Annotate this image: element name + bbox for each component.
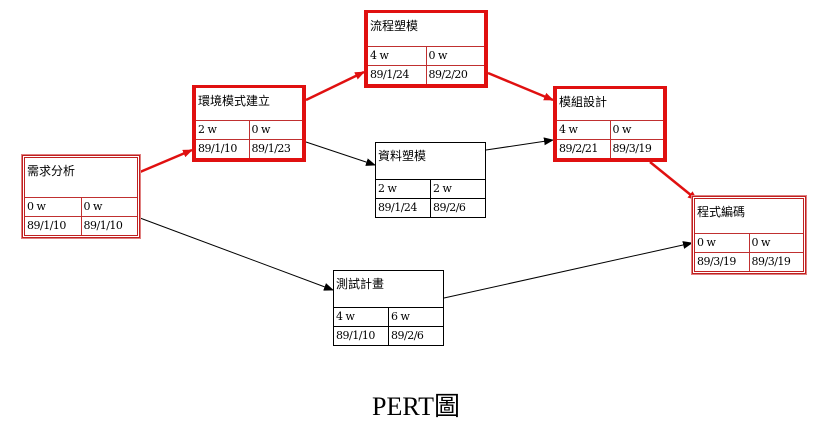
dependency-arrow [443, 241, 693, 299]
task-slack: 2 w [430, 180, 485, 198]
task-start-date: 89/1/10 [336, 329, 375, 342]
diagram-caption: PERT圖 [371, 392, 460, 421]
task-slack: 0 w [748, 234, 804, 252]
task-slack: 0 w [609, 121, 664, 139]
task-duration: 4 w [370, 49, 389, 62]
date-row: 89/1/24 89/2/6 [376, 198, 485, 217]
task-name: 測試計畫 [336, 277, 385, 291]
task-name: 流程塑模 [370, 19, 419, 33]
task-duration: 0 w [697, 236, 716, 249]
task-start-date: 89/2/21 [559, 142, 598, 155]
critical-path-arrow [305, 70, 365, 102]
task-name: 環境模式建立 [198, 94, 271, 108]
task-duration: 0 w [27, 200, 46, 213]
dependency-arrow [485, 137, 554, 151]
task-node[interactable]: 模組設計 4 w 0 w 89/2/21 89/3/19 [553, 86, 667, 162]
task-start-date: 89/1/24 [378, 201, 417, 214]
duration-row: 2 w 2 w [376, 179, 485, 198]
duration-row: 4 w 0 w [557, 120, 663, 139]
date-row: 89/3/19 89/3/19 [695, 252, 803, 271]
date-row: 89/1/10 89/1/23 [196, 139, 302, 158]
critical-path-arrow [139, 148, 193, 174]
task-duration: 2 w [378, 182, 397, 195]
task-slack: 6 w [388, 308, 443, 326]
duration-row: 0 w 0 w [695, 233, 803, 252]
duration-row: 4 w 6 w [334, 307, 443, 326]
task-name: 模組設計 [559, 95, 608, 109]
task-slack: 0 w [80, 198, 138, 216]
task-name: 程式編碼 [697, 205, 746, 219]
task-name: 資料塑模 [378, 149, 427, 163]
dependency-arrow [305, 141, 376, 166]
task-node[interactable]: 流程塑模 4 w 0 w 89/1/24 89/2/20 [364, 10, 488, 88]
task-end-date: 89/1/23 [248, 140, 303, 158]
task-duration: 2 w [198, 123, 217, 136]
task-slack: 0 w [425, 47, 485, 65]
dependency-arrow [139, 217, 334, 291]
task-node[interactable]: 資料塑模 2 w 2 w 89/1/24 89/2/6 [375, 142, 486, 218]
task-start-date: 89/1/10 [27, 219, 66, 232]
task-end-date: 89/3/19 [748, 253, 804, 271]
task-duration: 4 w [336, 310, 355, 323]
task-name: 需求分析 [27, 164, 76, 178]
task-node[interactable]: 測試計畫 4 w 6 w 89/1/10 89/2/6 [333, 270, 444, 346]
task-end-date: 89/2/6 [430, 199, 485, 217]
task-slack: 0 w [248, 121, 303, 139]
date-row: 89/1/24 89/2/20 [368, 65, 484, 84]
date-row: 89/1/10 89/2/6 [334, 326, 443, 345]
date-row: 89/1/10 89/1/10 [25, 216, 137, 235]
task-end-date: 89/3/19 [609, 140, 664, 158]
task-end-date: 89/2/6 [388, 327, 443, 345]
duration-row: 4 w 0 w [368, 46, 484, 65]
task-duration: 4 w [559, 123, 578, 136]
task-end-date: 89/1/10 [80, 217, 138, 235]
date-row: 89/2/21 89/3/19 [557, 139, 663, 158]
duration-row: 0 w 0 w [25, 197, 137, 216]
critical-path-arrow [649, 161, 698, 201]
task-start-date: 89/1/24 [370, 68, 409, 81]
critical-path-arrow [487, 71, 554, 102]
task-start-date: 89/1/10 [198, 142, 237, 155]
task-node[interactable]: 環境模式建立 2 w 0 w 89/1/10 89/1/23 [192, 85, 306, 162]
duration-row: 2 w 0 w [196, 120, 302, 139]
task-start-date: 89/3/19 [697, 255, 736, 268]
task-end-date: 89/2/20 [425, 66, 485, 84]
